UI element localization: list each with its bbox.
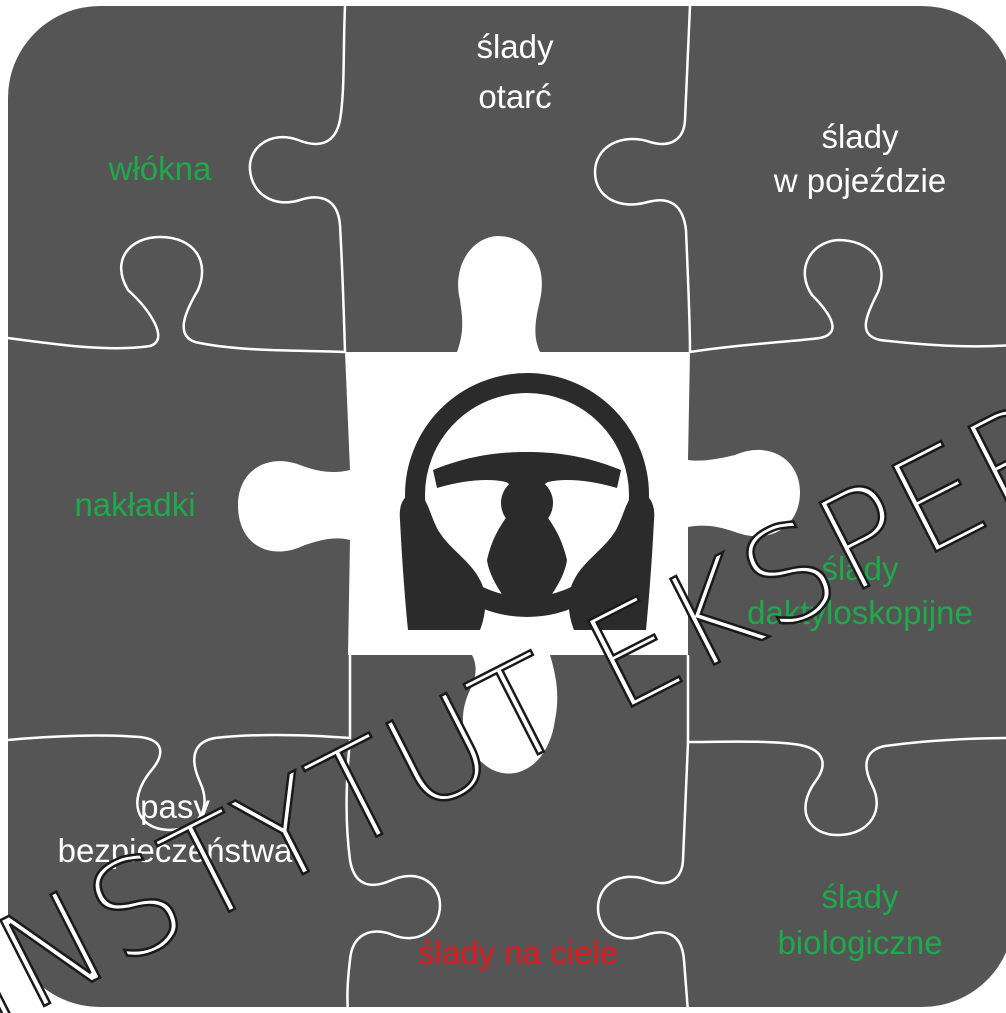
piece-label-line: daktyloskopijne	[747, 594, 973, 631]
piece-label-line: bezpieczeństwa	[58, 832, 293, 869]
piece-label-line: ślady na ciele	[418, 934, 618, 971]
piece-label-line: pasy	[140, 788, 210, 825]
piece-label-line: nakładki	[74, 486, 195, 523]
puzzle-seams	[8, 6, 1006, 1007]
piece-label-line: ślady	[476, 28, 554, 65]
piece-label-line: w pojeździe	[773, 162, 946, 199]
piece-label-top-left: włókna	[108, 150, 212, 187]
piece-label-top-center: ślady otarć	[476, 28, 554, 115]
piece-label-line: włókna	[108, 150, 212, 187]
piece-label-line: ślady	[821, 878, 899, 915]
piece-label-line: otarć	[478, 78, 551, 115]
piece-label-middle-right: ślady daktyloskopijne	[747, 550, 973, 631]
piece-label-top-right: ślady w pojeździe	[773, 118, 946, 199]
piece-label-bottom-right: ślady biologiczne	[777, 878, 942, 961]
piece-label-bottom-center: ślady na ciele	[418, 934, 618, 971]
piece-label-line: ślady	[821, 118, 899, 155]
piece-label-middle-left: nakładki	[74, 486, 195, 523]
piece-label-line: ślady	[821, 550, 899, 587]
piece-label-line: biologiczne	[777, 924, 942, 961]
piece-label-bottom-left: pasy bezpieczeństwa	[58, 788, 293, 869]
steering-wheel-with-hands-icon	[399, 373, 655, 630]
